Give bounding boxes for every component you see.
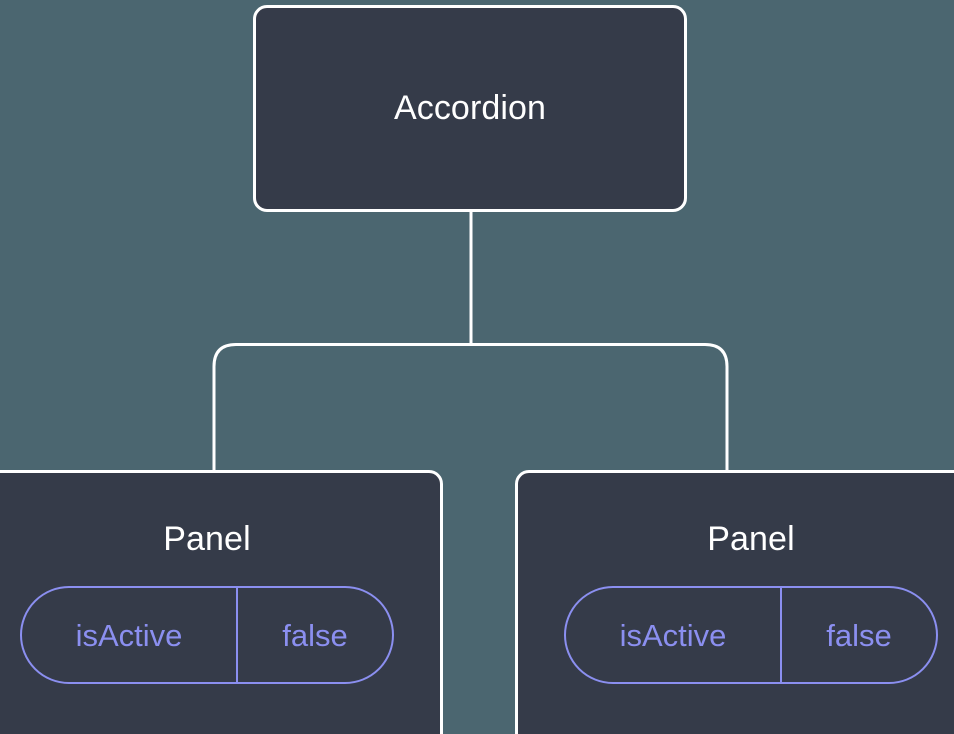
node-panel-right[interactable]: Panel isActive false	[515, 470, 954, 734]
state-badge-value: false	[826, 617, 892, 653]
state-badge-value: false	[282, 617, 348, 653]
node-panel-right-label: Panel	[707, 520, 795, 558]
node-panel-left-label: Panel	[163, 520, 251, 558]
node-accordion-label: Accordion	[393, 88, 547, 127]
state-badge-key: isActive	[566, 588, 782, 683]
node-accordion[interactable]: Accordion	[253, 5, 687, 212]
state-badge-panel-left: isActive false	[20, 586, 394, 685]
node-panel-left[interactable]: Panel isActive false	[0, 470, 443, 734]
state-badge-panel-right: isActive false	[564, 586, 938, 685]
edge-to-panel-right	[471, 343, 729, 471]
edge-to-panel-left	[212, 343, 471, 471]
state-badge-key: isActive	[22, 588, 238, 683]
